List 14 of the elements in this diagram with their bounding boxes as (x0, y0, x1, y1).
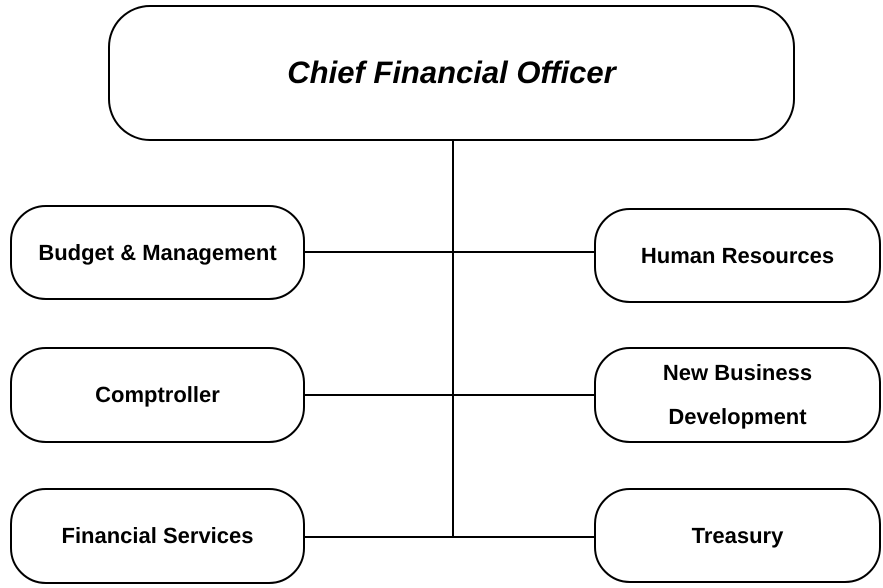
department-box (10, 205, 305, 300)
department-box (594, 347, 881, 443)
department-box (594, 208, 881, 303)
department-name: Human Resources (640, 242, 834, 270)
department-name: Financial Services (62, 522, 254, 550)
department-box (594, 488, 881, 583)
department-box (10, 488, 305, 584)
department-name: Treasury (692, 522, 784, 550)
department-name: Comptroller (95, 381, 220, 409)
department-name: New Business Development (662, 359, 814, 431)
department-box (10, 347, 305, 443)
department-name: Budget & Management (38, 238, 277, 267)
executive-box (108, 5, 795, 141)
title-text: Chief Financial Officer (287, 54, 616, 92)
